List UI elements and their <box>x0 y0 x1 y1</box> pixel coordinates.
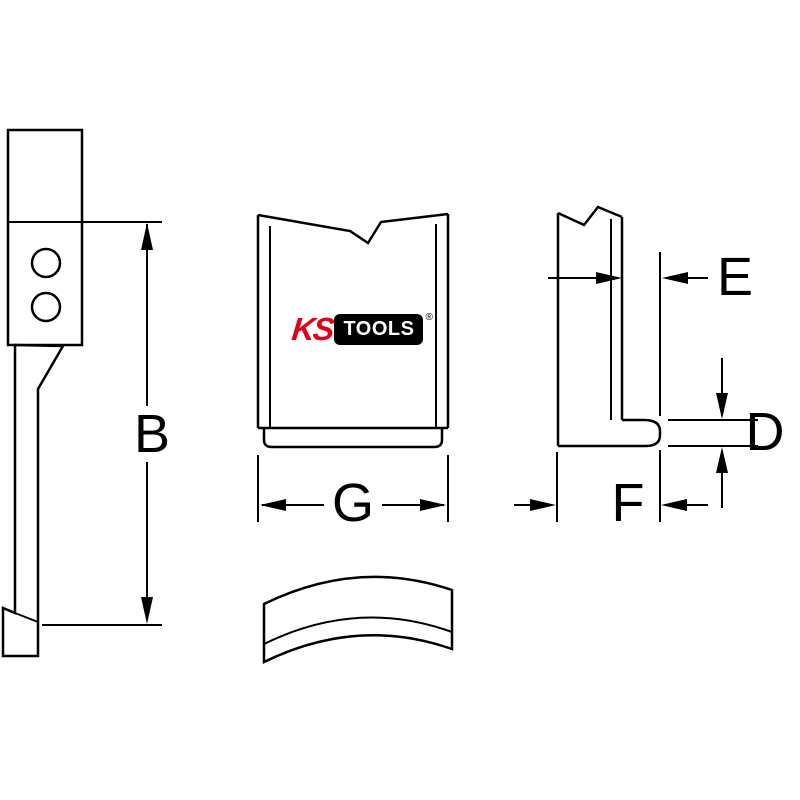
logo-ks-text: KS <box>290 311 335 347</box>
dimension-B <box>42 223 162 626</box>
arrowhead-B-up <box>141 223 153 250</box>
front-foot-strip <box>262 428 444 449</box>
arrowhead-G-left <box>260 499 286 511</box>
profile-foot-outline <box>558 418 662 448</box>
break-line-top <box>257 212 449 245</box>
dimension-label-B: B <box>133 404 171 464</box>
dimension-F <box>514 450 708 522</box>
curved-segment-outline <box>262 575 454 665</box>
dimension-label-D: D <box>745 402 785 462</box>
dimension-D <box>668 358 758 508</box>
puller-leg-side-view <box>1 128 162 658</box>
arrowhead-G-right <box>420 499 446 511</box>
arrowhead-D-down <box>716 393 728 419</box>
arrowhead-B-down <box>141 597 153 624</box>
arrowhead-E-left-pointing <box>662 272 688 284</box>
arrowhead-D-up <box>716 447 728 473</box>
ks-tools-logo: KS TOOLS ® <box>290 311 433 347</box>
puller-leg-profile-view <box>556 205 662 448</box>
hook-inner-surface-line <box>14 612 39 623</box>
logo-tools-text: TOOLS <box>334 313 424 345</box>
dimension-label-G: G <box>331 473 375 533</box>
bolt-hole-lower <box>30 291 62 323</box>
arrowhead-F-left-pointing <box>661 499 687 511</box>
dimension-label-F: F <box>611 473 645 533</box>
bolt-hole-upper <box>30 247 62 279</box>
dimension-label-E: E <box>716 247 754 307</box>
registered-trademark-icon: ® <box>425 312 433 323</box>
curved-segment-step-line <box>263 616 453 645</box>
dimension-E <box>548 252 708 416</box>
hook-foot-top-view <box>262 575 454 665</box>
leg-shank-and-hook-outline <box>1 343 66 658</box>
puller-leg-front-view <box>256 212 450 449</box>
dimension-G <box>257 455 449 522</box>
break-line-top-profile <box>557 205 623 227</box>
arrowhead-E-right-pointing <box>596 272 622 284</box>
arrowhead-F-right-pointing <box>530 499 556 511</box>
